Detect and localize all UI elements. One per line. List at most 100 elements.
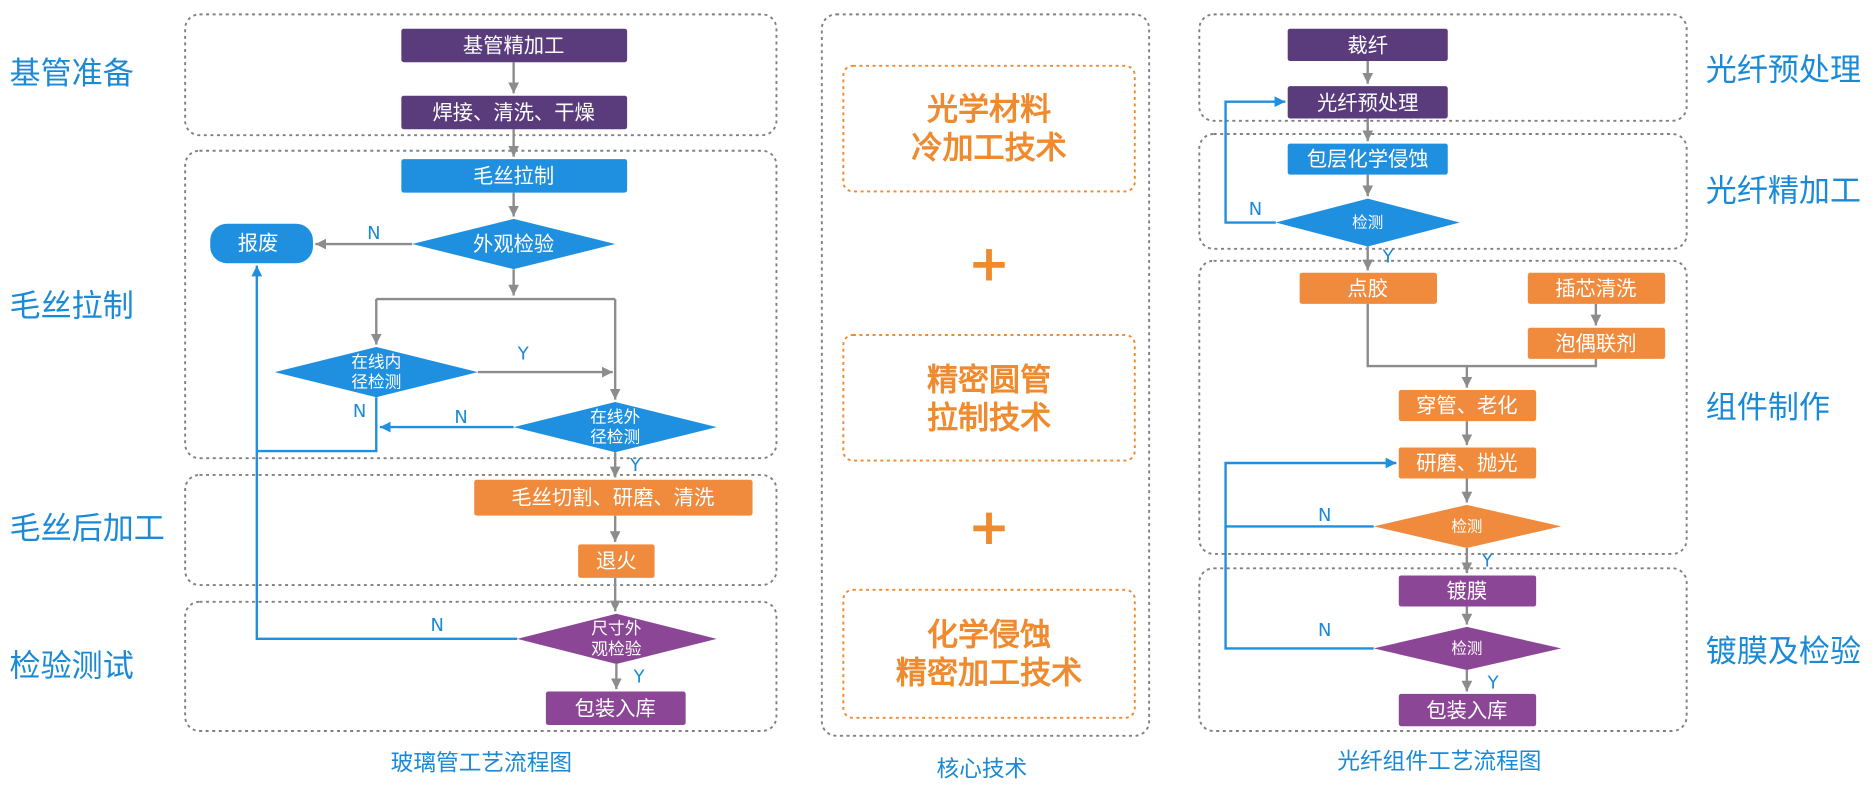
step-label: 插芯清洗 [1555,276,1636,300]
decision-diamond [517,613,717,664]
branch-label-visual-fail: N [367,223,380,244]
process-box [1527,272,1666,304]
core-tech-item-chemical-etch-precision: 化学侵蚀 精密加工技术 [842,588,1136,719]
step-package-storage: 包装入库 [545,691,686,726]
step-label: 包装入库 [575,696,656,720]
stage-label-component-fabrication: 组件制作 [1706,390,1830,426]
branch-label-final-fail: N [430,615,443,636]
branch-label-polish-pass: Y [1481,551,1493,572]
decision-label: 检测 [1451,517,1482,535]
glass-tube-flow: 基管准备 毛丝拉制 毛丝后加工 检验测试 [10,13,778,776]
step-cladding-chemical-etch: 包层化学侵蚀 [1287,143,1448,175]
decision-coating-inspection: 检测 [1373,626,1562,670]
core-tech-box [842,64,1136,193]
terminal-scrap: 报废 [210,223,313,264]
process-box [1398,693,1537,727]
step-base-tube-finishing: 基管精加工 [401,28,628,63]
decision-label: 检测 [1451,639,1482,657]
core-tech-line-2: 拉制技术 [927,401,1051,437]
decision-label-line-2: 观检验 [591,638,641,658]
reject-loop-arrow [251,265,518,641]
stage-label-base-tube-prep: 基管准备 [10,56,134,92]
step-label: 包层化学侵蚀 [1307,147,1429,171]
stage-frame-coating-inspection [1198,567,1688,732]
core-tech-box [842,588,1136,719]
core-tech-item-optical-cold-working: 光学材料 冷加工技术 [842,64,1136,193]
core-tech-line-2: 冷加工技术 [911,130,1066,166]
stage-label-fiber-finishing: 光纤精加工 [1706,173,1861,209]
step-label: 研磨、抛光 [1416,451,1517,475]
connector-line [1366,303,1598,368]
step-label: 泡偶联剂 [1555,331,1636,355]
rework-loop-arrow [1224,96,1286,224]
decision-label-line-2: 径检测 [590,427,640,447]
decision-label-line-2: 径检测 [351,372,401,392]
step-fiber-pretreatment: 光纤预处理 [1287,86,1448,119]
core-tech-line-1: 光学材料 [927,92,1051,128]
stage-frame-inspection-testing [184,600,778,732]
step-cut-grind-clean: 毛丝切割、研磨、清洗 [474,479,753,516]
process-box [1287,86,1448,119]
core-tech-line-1: 精密圆管 [927,362,1051,398]
glass-tube-connectors [251,62,622,690]
stage-label-fiber-pretreatment: 光纤预处理 [1706,53,1861,89]
decision-polish-inspection: 检测 [1373,504,1562,548]
branch-label-final-pass: Y [633,667,645,688]
core-tech-line-1: 化学侵蚀 [927,617,1051,653]
stage-frame-base-tube-prep [184,13,778,137]
plus-sign: + [968,497,1010,556]
process-box [474,479,753,516]
branch-label-etch-fail: N [1249,199,1262,220]
stage-label-coating-inspection: 镀膜及检验 [1706,634,1861,670]
branch-label-coating-fail: N [1318,620,1331,641]
branch-label-coating-pass: Y [1487,673,1499,694]
process-box [1398,447,1537,479]
branch-label-outer-pass: Y [629,455,641,476]
step-label: 裁纤 [1347,33,1388,57]
branch-label-etch-pass: Y [1382,247,1394,268]
branch-label-polish-fail: N [1318,505,1331,526]
decision-label-line-1: 在线内 [351,351,401,371]
reject-loop-line [256,397,378,453]
stage-frame-capillary-drawing [184,149,778,460]
glass-tube-flow-caption: 玻璃管工艺流程图 [391,750,572,776]
plus-sign: + [968,234,1010,293]
branch-label-inner-pass: Y [517,344,529,365]
step-label: 点胶 [1347,276,1388,300]
decision-inline-inner-diameter: 在线内 径检测 [274,346,478,398]
step-package-storage: 包装入库 [1398,693,1537,727]
process-box [578,544,655,578]
process-box [401,28,628,63]
stage-label-capillary-post-processing: 毛丝后加工 [10,511,165,547]
step-weld-clean-dry: 焊接、清洗、干燥 [401,95,628,130]
fiber-component-flow-caption: 光纤组件工艺流程图 [1337,749,1541,775]
core-tech-item-precision-tube-drawing: 精密圆管 拉制技术 [842,334,1136,462]
terminal-box [210,223,313,264]
decision-etch-inspection: 检测 [1275,198,1460,247]
core-tech-line-2: 精密加工技术 [896,656,1082,692]
stage-frame-capillary-post-processing [184,474,778,586]
core-technology: 光学材料 冷加工技术 + 精密圆管 拉制技术 + 化学侵蚀 精密加工技术 核心技… [820,13,1151,782]
process-box [401,159,628,193]
process-box [401,95,628,130]
fiber-flow-connectors [1224,61,1602,692]
step-coupling-agent-soak: 泡偶联剂 [1527,327,1666,359]
decision-inline-outer-diameter: 在线外 径检测 [513,401,717,453]
decision-label-line-1: 尺寸外 [591,618,641,638]
step-label: 光纤预处理 [1317,91,1418,115]
decision-diamond [1373,504,1562,548]
terminal-label: 报废 [238,231,279,255]
step-anneal: 退火 [578,544,655,578]
step-label: 镀膜 [1447,579,1488,603]
step-label: 基管精加工 [463,33,564,57]
process-box [1287,143,1448,175]
decision-visual-inspection: 外观检验 [412,218,616,270]
core-technology-caption: 核心技术 [937,756,1028,782]
step-fiber-cutting: 裁纤 [1287,28,1448,62]
decision-diamond [513,401,717,453]
branch-label-outer-fail: N [454,407,467,428]
stage-frame-fiber-pretreatment [1198,13,1688,122]
decision-label-line-1: 在线外 [590,406,640,426]
stage-label-inspection-testing: 检验测试 [10,648,134,684]
decision-size-visual-check: 尺寸外 观检验 [517,613,717,664]
